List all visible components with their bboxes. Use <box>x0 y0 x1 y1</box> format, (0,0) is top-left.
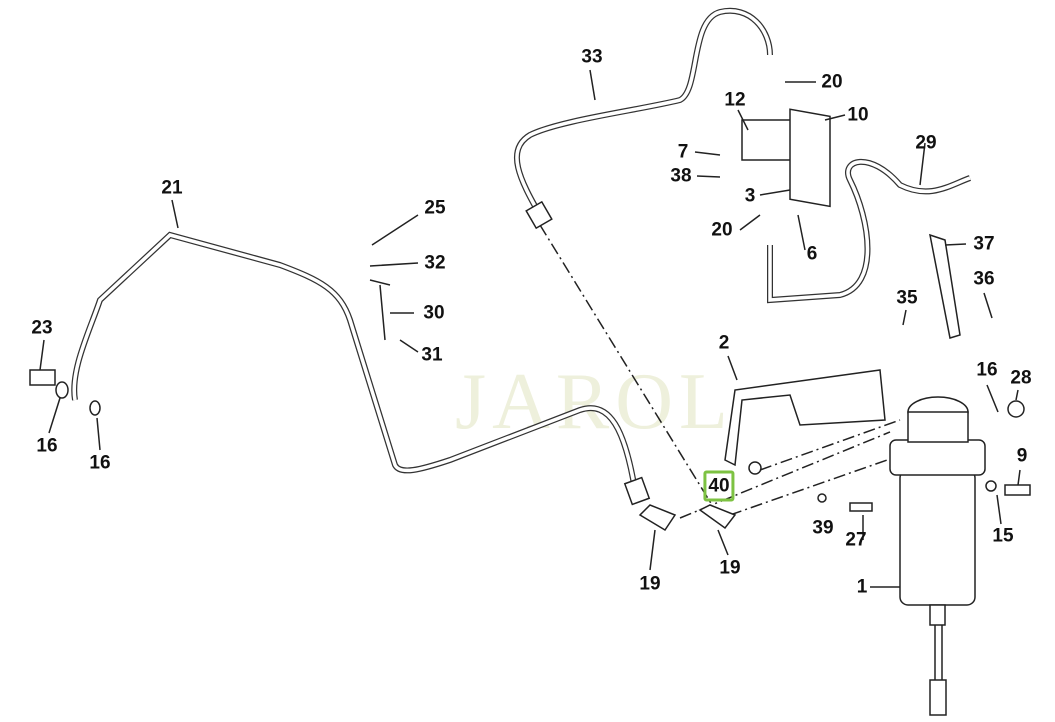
callout-3[interactable]: 3 <box>744 185 756 207</box>
callout-20[interactable]: 20 <box>821 71 843 93</box>
callout-20[interactable]: 20 <box>711 219 733 241</box>
callout-10[interactable]: 10 <box>847 104 869 126</box>
callout-19[interactable]: 19 <box>719 557 741 579</box>
callout-15[interactable]: 15 <box>992 525 1014 547</box>
callout-2[interactable]: 2 <box>718 332 730 354</box>
callout-35[interactable]: 35 <box>896 287 918 309</box>
callout-6[interactable]: 6 <box>806 243 818 265</box>
fuel-filter-1 <box>899 469 976 606</box>
callout-16[interactable]: 16 <box>36 435 58 457</box>
callout-29[interactable]: 29 <box>915 132 937 154</box>
pipe-33 <box>513 7 773 217</box>
callout-27[interactable]: 27 <box>845 529 867 551</box>
callout-23[interactable]: 23 <box>31 317 53 339</box>
callout-16[interactable]: 16 <box>976 359 998 381</box>
callout-28[interactable]: 28 <box>1010 367 1032 389</box>
callout-33[interactable]: 33 <box>581 46 603 68</box>
callout-12[interactable]: 12 <box>724 89 746 111</box>
callout-1[interactable]: 1 <box>856 576 868 598</box>
watermark: JAROL <box>455 358 734 446</box>
pipe-21 <box>71 231 638 491</box>
callout-31[interactable]: 31 <box>421 344 443 366</box>
callout-16[interactable]: 16 <box>89 452 111 474</box>
callout-30[interactable]: 30 <box>423 302 445 324</box>
callout-25[interactable]: 25 <box>424 197 446 219</box>
callout-19[interactable]: 19 <box>639 573 661 595</box>
callout-38[interactable]: 38 <box>670 165 692 187</box>
bracket-2 <box>724 369 886 467</box>
callout-36[interactable]: 36 <box>973 268 995 290</box>
callout-37[interactable]: 37 <box>973 233 995 255</box>
callout-7[interactable]: 7 <box>677 141 689 163</box>
callout-32[interactable]: 32 <box>424 252 446 274</box>
callout-40-selected[interactable]: 40 <box>703 470 735 502</box>
callout-39[interactable]: 39 <box>812 517 834 539</box>
callout-9[interactable]: 9 <box>1016 445 1028 467</box>
callout-21[interactable]: 21 <box>161 177 183 199</box>
